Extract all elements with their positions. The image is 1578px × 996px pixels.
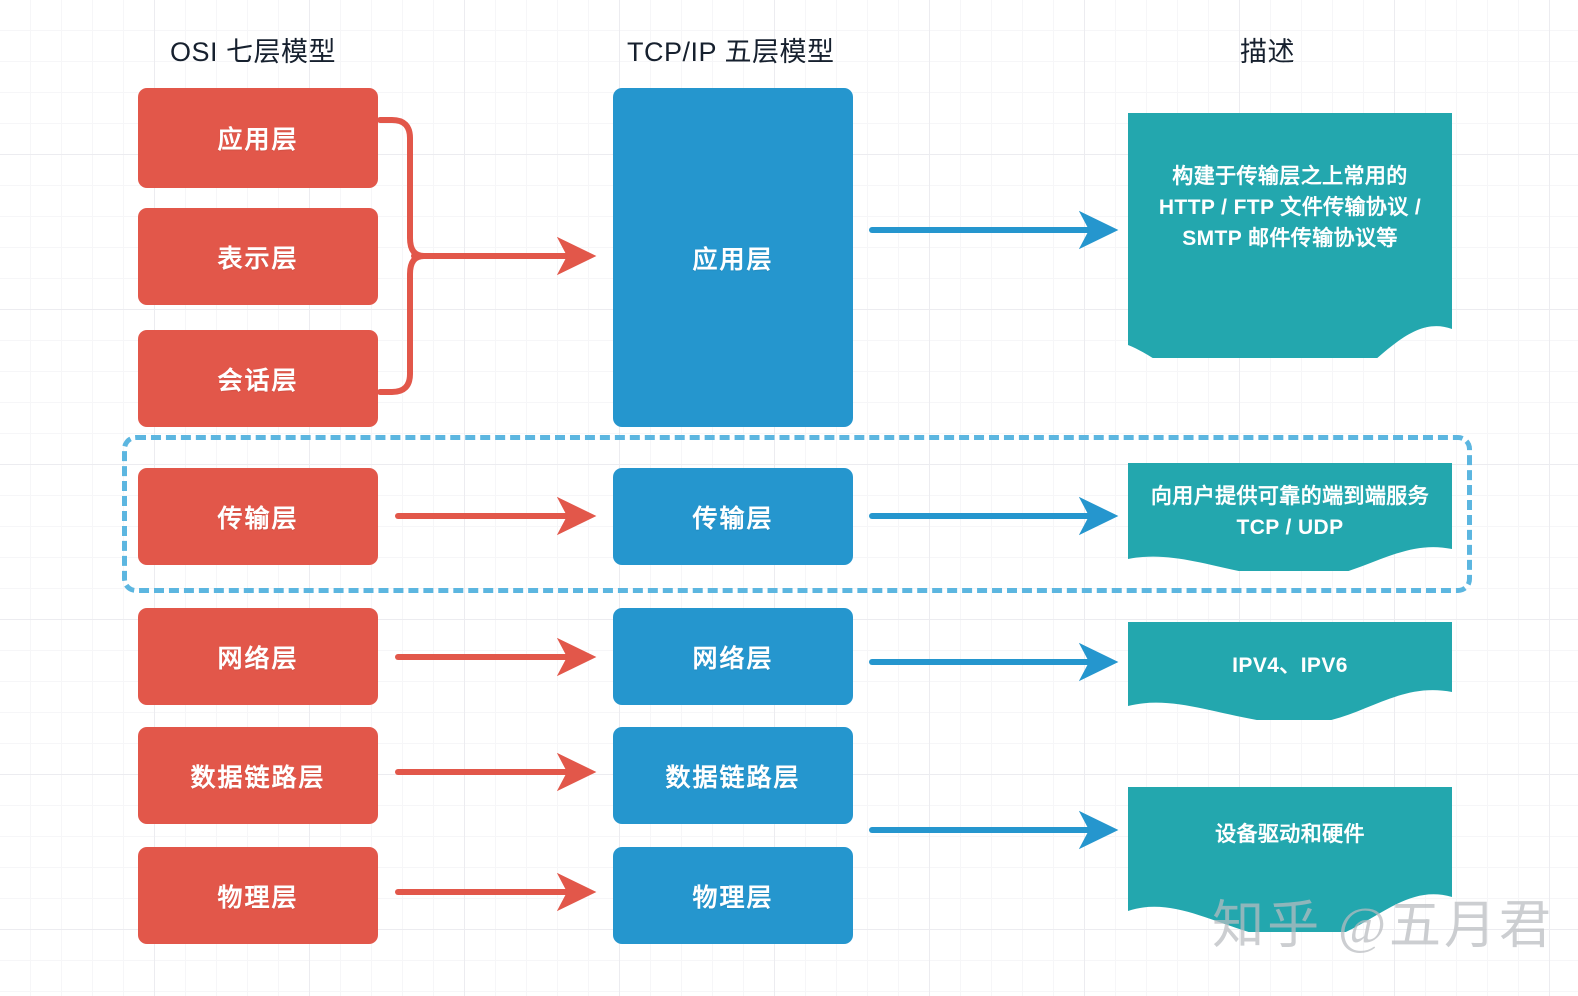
osi-layer-session[interactable]: 会话层 [138, 330, 378, 427]
osi-layer-label: 传输层 [217, 504, 299, 533]
wave-shape [1128, 463, 1452, 571]
osi-layer-transport[interactable]: 传输层 [138, 468, 378, 565]
tcpip-layer-label: 物理层 [692, 883, 774, 912]
description-line: 设备驱动和硬件 [1215, 823, 1365, 846]
osi-layer-presentation[interactable]: 表示层 [138, 208, 378, 305]
wave-shape [1128, 113, 1452, 358]
osi-layer-application[interactable]: 应用层 [138, 88, 378, 188]
description-banner-network: IPV4、IPV6 [1128, 622, 1452, 720]
description-line: 向用户提供可靠的端到端服务 [1150, 485, 1430, 508]
tcpip-layer-label: 数据链路层 [665, 763, 801, 792]
description-banner-transport: 向用户提供可靠的端到端服务 TCP / UDP [1128, 463, 1452, 571]
description-line: HTTP / FTP 文件传输协议 / [1158, 196, 1422, 219]
watermark: 知乎 @五月君 [1212, 898, 1554, 955]
tcpip-layer-network[interactable]: 网络层 [613, 608, 853, 705]
tcpip-layer-application[interactable]: 应用层 [613, 88, 853, 427]
description-line: SMTP 邮件传输协议等 [1182, 227, 1398, 250]
merge-bracket-connector [377, 117, 597, 395]
osi-layer-label: 物理层 [217, 883, 299, 912]
osi-layer-label: 应用层 [217, 126, 299, 154]
osi-layer-physical[interactable]: 物理层 [138, 847, 378, 944]
tcpip-layer-label: 网络层 [692, 644, 774, 673]
osi-layer-label: 网络层 [217, 644, 299, 673]
description-banner-physical: 设备驱动和硬件 [1128, 787, 1452, 932]
tcpip-layer-label: 传输层 [692, 504, 774, 533]
column-header-description: 描述 [1240, 37, 1295, 67]
osi-layer-label: 表示层 [217, 244, 299, 273]
description-line: 构建于传输层之上常用的 [1172, 165, 1408, 188]
wave-shape [1128, 622, 1452, 720]
column-header-osi: OSI 七层模型 [170, 37, 337, 67]
description-line: TCP / UDP [1236, 516, 1344, 539]
description-banner-application: 构建于传输层之上常用的 HTTP / FTP 文件传输协议 / SMTP 邮件传… [1128, 113, 1452, 358]
tcpip-layer-physical[interactable]: 物理层 [613, 847, 853, 944]
tcpip-layer-datalink[interactable]: 数据链路层 [613, 727, 853, 824]
description-line: IPV4、IPV6 [1232, 654, 1348, 677]
osi-layer-label: 会话层 [217, 366, 299, 395]
osi-layer-network[interactable]: 网络层 [138, 608, 378, 705]
tcpip-layer-label: 应用层 [692, 245, 774, 274]
osi-layer-datalink[interactable]: 数据链路层 [138, 727, 378, 824]
tcpip-layer-transport[interactable]: 传输层 [613, 468, 853, 565]
wave-shape [1128, 787, 1452, 932]
osi-layer-label: 数据链路层 [190, 763, 326, 792]
column-header-tcpip: TCP/IP 五层模型 [627, 37, 835, 67]
